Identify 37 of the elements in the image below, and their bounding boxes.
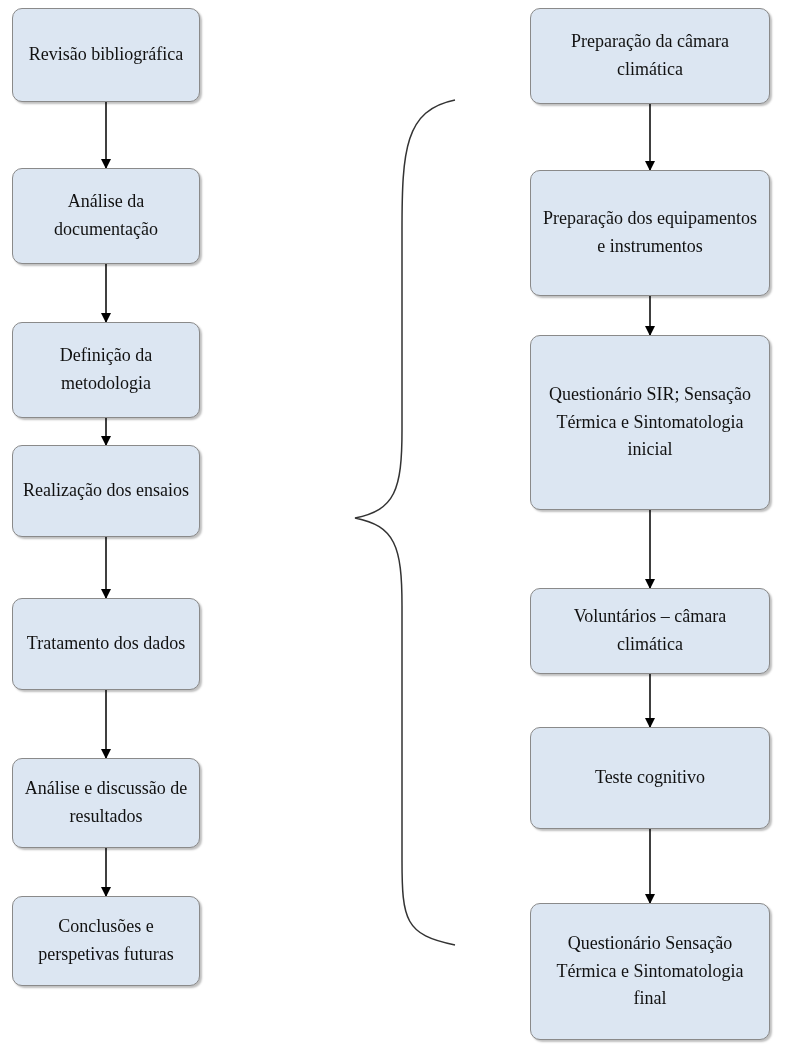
- box-label: Preparação dos equipamentos e instrumentos: [542, 207, 758, 258]
- box-label: Questionário SIR; Sensação Térmica e Sintomatologia inicial: [548, 382, 752, 462]
- arrow: [101, 847, 111, 897]
- arrow: [101, 101, 111, 169]
- box-label: Análise e discussão de resultados: [23, 777, 189, 828]
- arrow: [645, 828, 655, 904]
- arrow: [101, 417, 111, 446]
- arrow: [101, 689, 111, 759]
- arrow: [645, 509, 655, 589]
- process-box: [12, 445, 200, 537]
- box-label: Preparação da câmara climática: [570, 30, 730, 81]
- process-box: [12, 896, 200, 986]
- box-label: Revisão bibliográfica: [28, 43, 184, 67]
- box-label: Questionário Sensação Térmica e Sintomatologia final: [555, 931, 745, 1011]
- box-label: Conclusões e perspetivas futuras: [37, 915, 175, 966]
- process-box: [530, 335, 770, 510]
- arrow: [101, 536, 111, 599]
- box-label: Teste cognitivo: [594, 766, 706, 790]
- process-box: [530, 588, 770, 674]
- process-box: [12, 322, 200, 418]
- box-label: Definição da metodologia: [58, 344, 154, 395]
- process-box: [530, 170, 770, 296]
- arrow: [645, 295, 655, 336]
- arrow: [645, 103, 655, 171]
- process-box: [530, 903, 770, 1040]
- arrow: [101, 263, 111, 323]
- box-label: Tratamento dos dados: [26, 632, 186, 656]
- arrow: [645, 673, 655, 728]
- process-box: [530, 8, 770, 104]
- process-box: [12, 8, 200, 102]
- process-box: [12, 598, 200, 690]
- box-label: Voluntários – câmara climática: [572, 605, 728, 656]
- process-box: [12, 168, 200, 264]
- box-label: Análise da documentação: [53, 190, 159, 241]
- process-box: [12, 758, 200, 848]
- box-label: Realização dos ensaios: [23, 479, 189, 503]
- process-box: [530, 727, 770, 829]
